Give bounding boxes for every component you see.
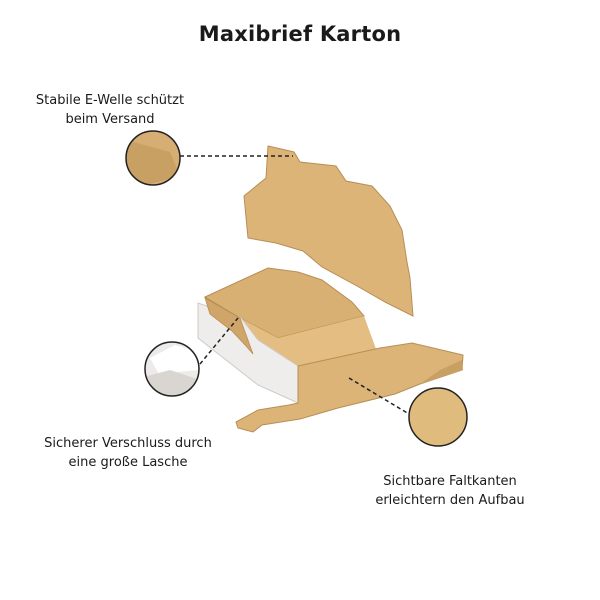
callout-line: Sichtbare Faltkanten — [383, 474, 517, 489]
box-lid — [243, 145, 414, 317]
box-front-flap — [235, 342, 464, 433]
callout-line: Stabile E-Welle schützt — [35, 93, 185, 108]
callout-closure: Sicherer Verschluss durch eine große Las… — [18, 434, 238, 472]
box-fold-tab — [420, 360, 463, 384]
zoom-corrugation — [126, 131, 180, 185]
page-title: Maxibrief Karton — [198, 22, 402, 46]
callout-corrugation: Stabile E-Welle schützt beim Versand — [10, 91, 210, 129]
callout-line: beim Versand — [65, 112, 155, 127]
callout-line: eine große Lasche — [68, 455, 188, 470]
callout-fold-edges: Sichtbare Faltkanten erleichtern den Auf… — [350, 472, 550, 510]
callout-line: Sicherer Verschluss durch — [44, 436, 212, 451]
callout-line: erleichtern den Aufbau — [375, 493, 525, 508]
box-inner-flap — [204, 297, 254, 355]
zoom-fold-edges — [409, 388, 467, 446]
